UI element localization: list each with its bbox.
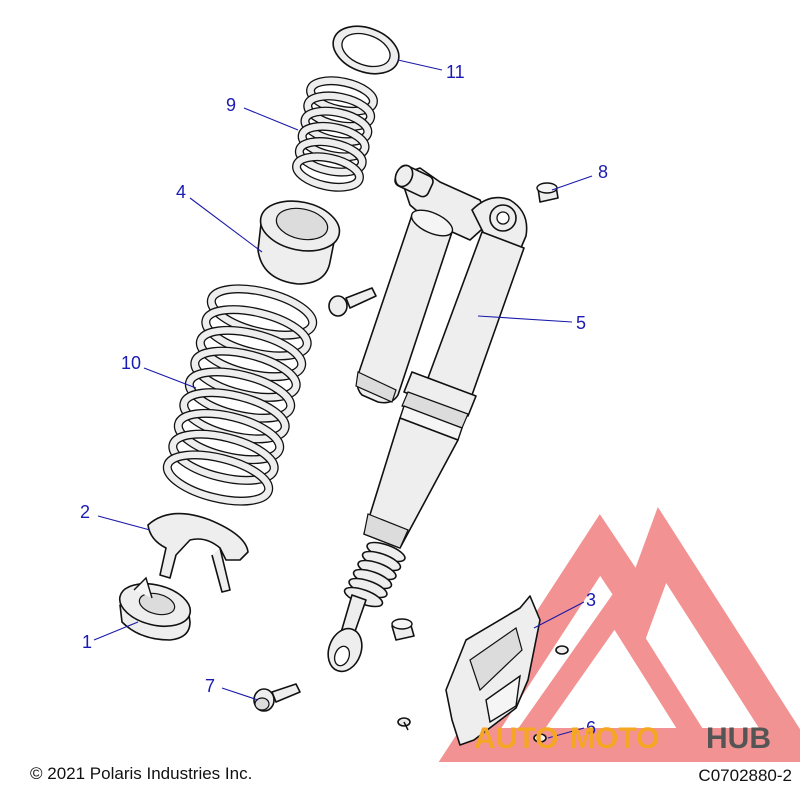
callout-5: 5 <box>576 313 586 333</box>
callout-10: 10 <box>121 353 141 373</box>
spring-coil <box>296 138 366 176</box>
part-5-shock-absorber <box>327 164 528 673</box>
diagram-code: C0702880-2 <box>698 766 792 785</box>
callout-9: 9 <box>226 95 236 115</box>
reservoir-bolt <box>328 287 377 317</box>
callout-8: 8 <box>598 162 608 182</box>
callout-3: 3 <box>586 590 596 610</box>
automotohub-logo <box>438 506 800 762</box>
leader-lines <box>93 59 593 739</box>
spring-coil <box>169 430 278 484</box>
wordmark-hub: HUB <box>706 722 771 755</box>
wordmark-moto: MOTO <box>570 722 659 755</box>
callout-4: 4 <box>176 182 186 202</box>
automotohub-wordmark: AUTO MOTO HUB <box>474 722 771 755</box>
part-7-bolt <box>253 683 301 712</box>
part-3-shock-guard <box>445 595 541 746</box>
part-9-spring <box>292 76 378 192</box>
part-11-ring <box>332 25 400 75</box>
part-8-nut <box>536 182 559 203</box>
callout-7: 7 <box>205 676 215 696</box>
part-1-spring-retainer <box>118 576 192 641</box>
part-6-screws <box>397 645 569 743</box>
callout-11: 11 <box>446 62 465 82</box>
spring-coil <box>293 153 363 191</box>
spring-coil <box>164 451 272 505</box>
part-2-retainer-clip <box>147 512 249 593</box>
callout-2: 2 <box>80 502 90 522</box>
callout-6: 6 <box>586 718 596 738</box>
callout-labels: 11 9 4 10 2 1 7 5 8 3 6 <box>80 62 608 738</box>
part-4-spring-seat <box>257 200 341 285</box>
lower-nut <box>391 618 415 641</box>
wordmark-auto: AUTO <box>474 722 558 755</box>
part-10-spring <box>162 284 318 506</box>
copyright-notice: © 2021 Polaris Industries Inc. <box>30 764 253 783</box>
callout-1: 1 <box>82 632 92 652</box>
